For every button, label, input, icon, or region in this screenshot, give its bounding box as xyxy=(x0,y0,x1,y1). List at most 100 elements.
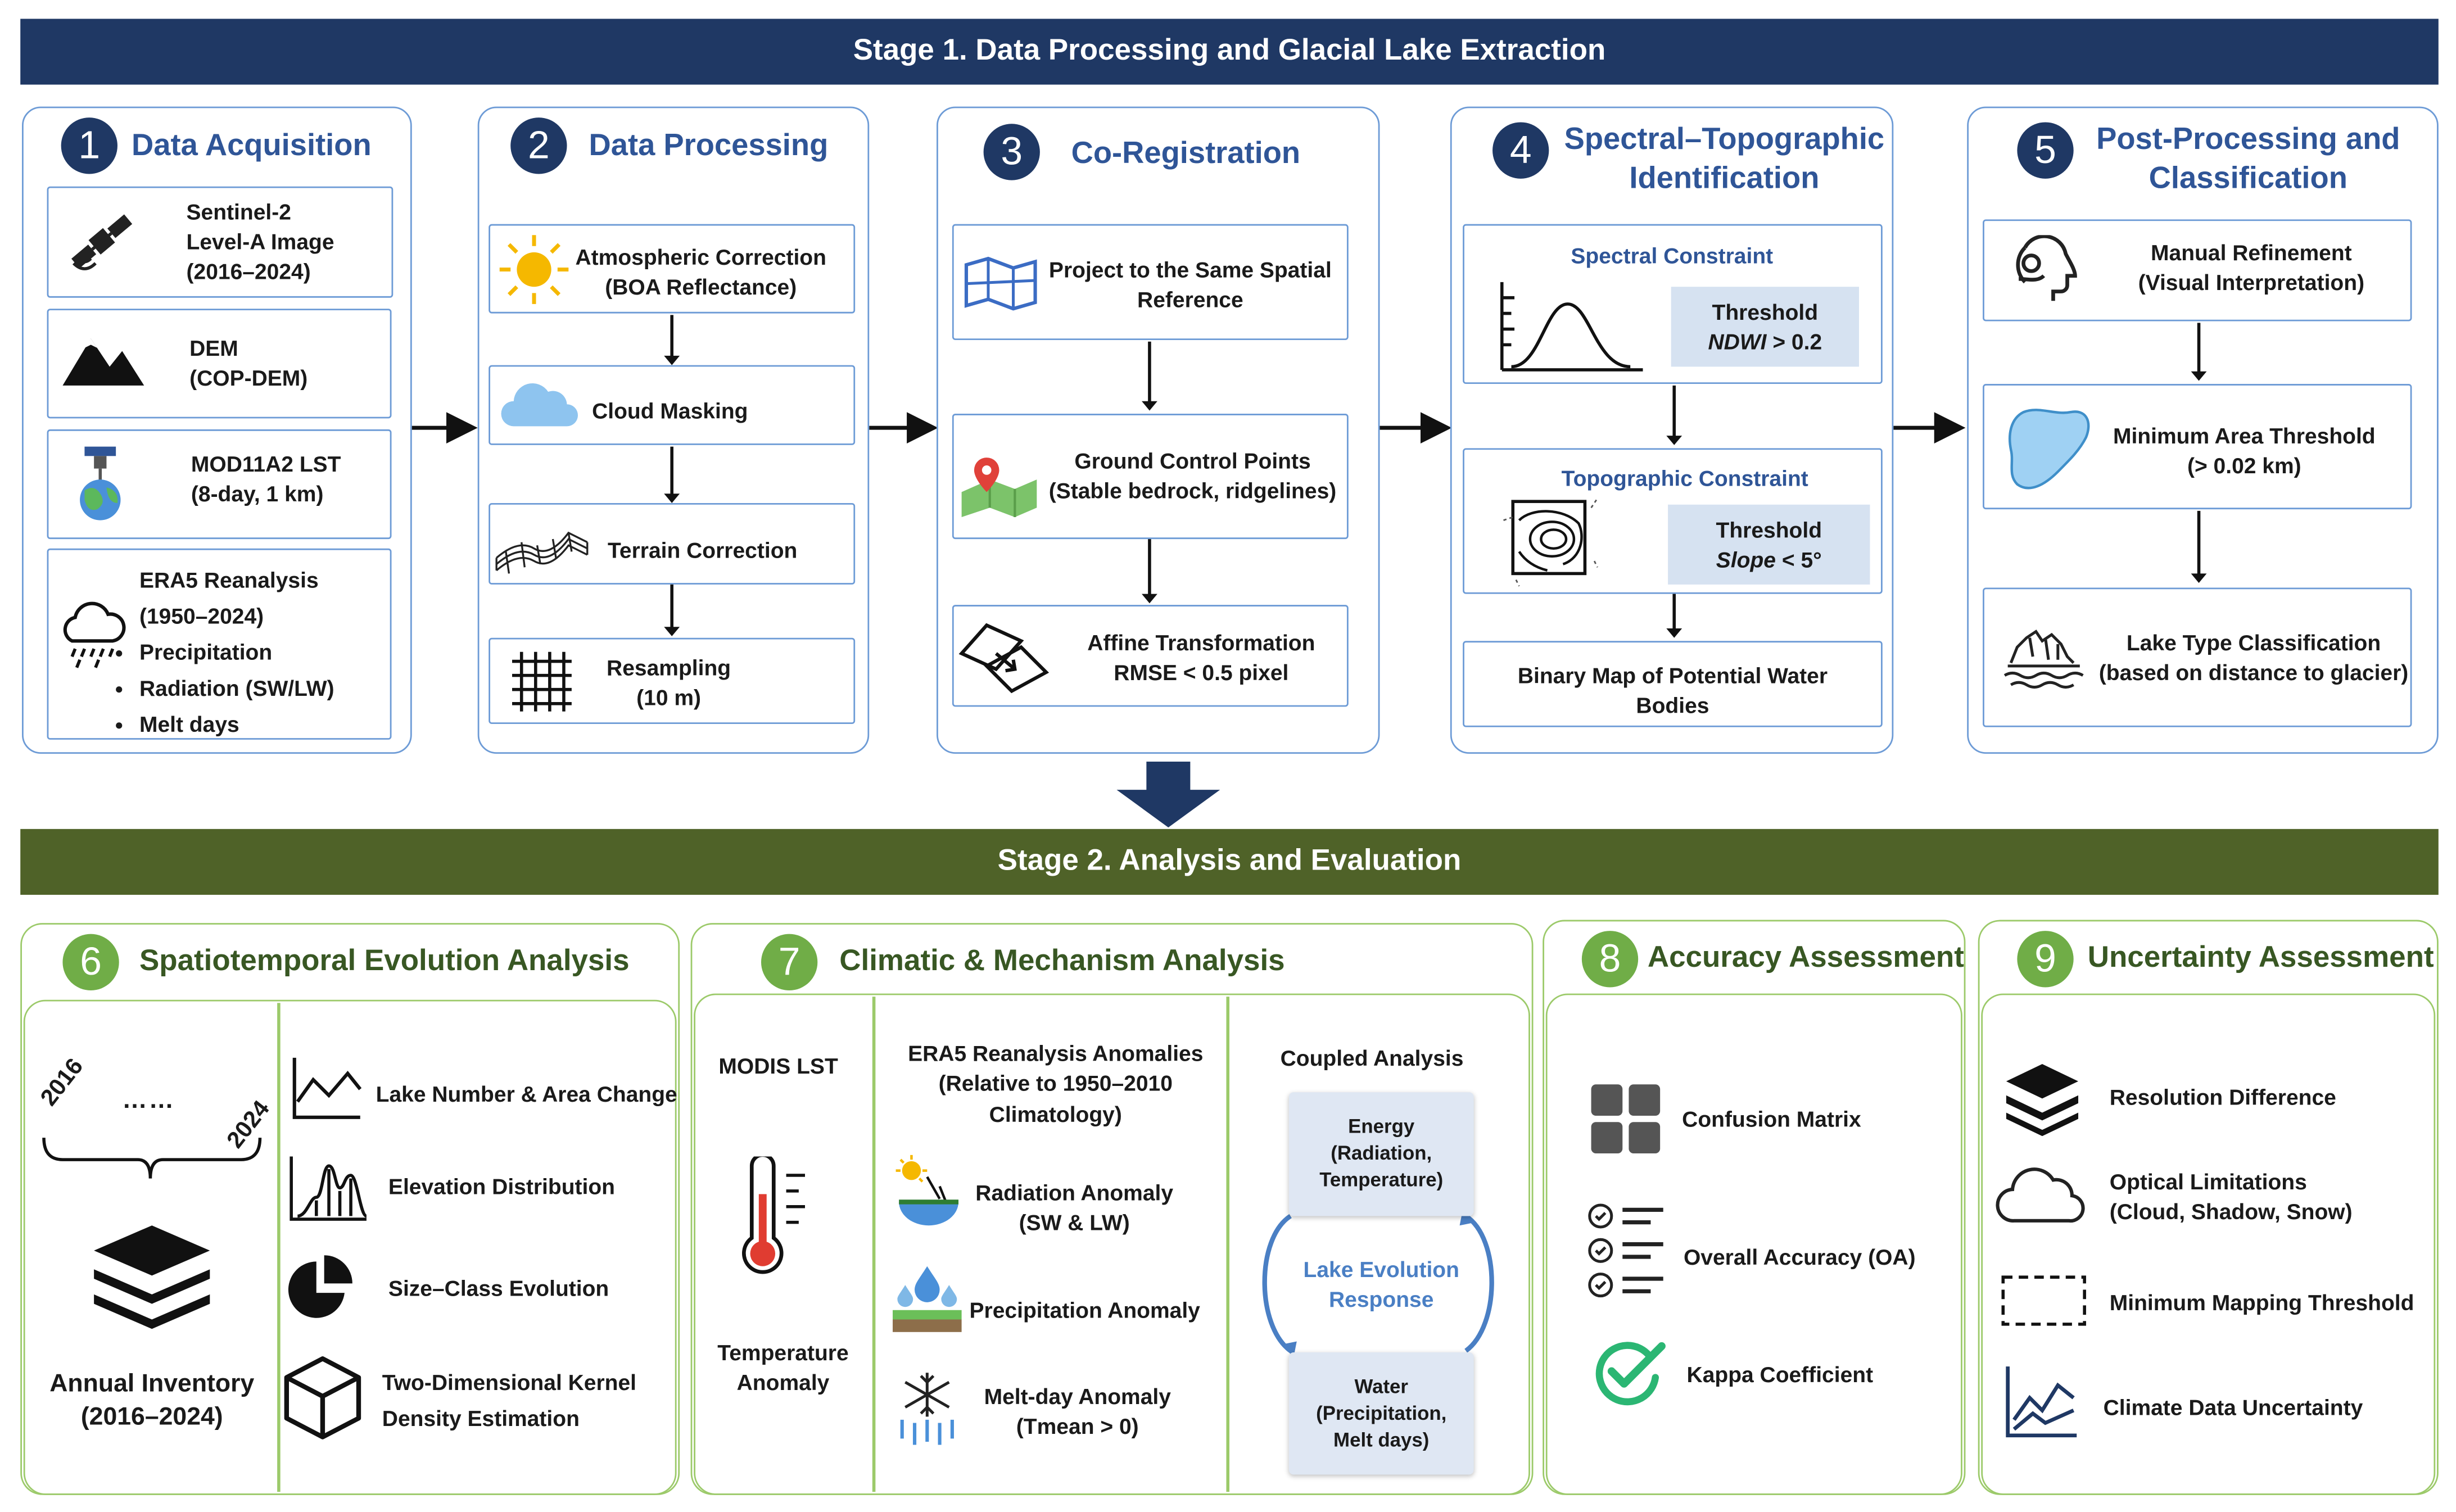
modis-caption-line2: Anomaly xyxy=(736,1369,830,1395)
coupled-analysis-title: Coupled Analysis xyxy=(1280,1045,1464,1071)
optical-limitations-line1: Optical Limitations xyxy=(2109,1169,2307,1194)
panel-title-line1: Post-Processing and xyxy=(2096,122,2400,157)
affine-transform-icon xyxy=(958,623,1050,694)
source-era5-line2: (1950–2024) xyxy=(139,603,264,628)
head-profile-icon xyxy=(2016,235,2077,301)
lake-response-line1: Lake Evolution xyxy=(1303,1256,1459,1282)
panel-title-line2: Classification xyxy=(2149,161,2348,196)
year-range-brace xyxy=(42,1138,262,1179)
step-number-1: 1 xyxy=(61,117,117,174)
source-dem-line1: DEM xyxy=(189,335,238,361)
thermometer-icon xyxy=(742,1156,806,1274)
analysis-kde-line1: Two-Dimensional Kernel xyxy=(382,1369,637,1395)
list-item: Radiation (SW/LW) xyxy=(139,671,334,707)
step-projection-line2: Reference xyxy=(1137,287,1243,312)
era5-anomalies-line1: ERA5 Reanalysis Anomalies xyxy=(908,1040,1204,1066)
divider xyxy=(1226,997,1229,1492)
step-min-area-line1: Minimum Area Threshold xyxy=(2113,423,2376,449)
step-terrain-label: Terrain Correction xyxy=(607,537,798,563)
minimum-mapping-threshold: Minimum Mapping Threshold xyxy=(2109,1289,2414,1315)
ndwi-threshold: Threshold NDWI > 0.2 xyxy=(1671,287,1859,367)
checklist-icon xyxy=(1588,1203,1663,1298)
source-mod11a2-line2: (8-day, 1 km) xyxy=(191,481,324,506)
energy-box: Energy (Radiation, Temperature) xyxy=(1288,1092,1474,1216)
step-resampling-line1: Resampling xyxy=(607,655,731,680)
threshold-label: Threshold xyxy=(1712,298,1819,324)
source-sentinel2-line1: Sentinel-2 xyxy=(186,199,291,224)
era5-anomalies-line2: (Relative to 1950–2010 xyxy=(938,1070,1173,1095)
lake-response-line2: Response xyxy=(1329,1286,1434,1312)
precipitation-anomaly: Precipitation Anomaly xyxy=(969,1297,1200,1323)
water-line2: (Precipitation, xyxy=(1316,1401,1447,1424)
water-line3: Melt days) xyxy=(1333,1428,1430,1451)
slope-rule: < 5° xyxy=(1776,546,1822,572)
analysis-elevation: Elevation Distribution xyxy=(388,1174,616,1199)
panel-title: Climatic & Mechanism Analysis xyxy=(839,945,1285,978)
radiation-anomaly-line2: (SW & LW) xyxy=(1019,1210,1130,1235)
peaks-chart-icon xyxy=(290,1156,368,1221)
ndwi-rule: > 0.2 xyxy=(1766,328,1822,354)
step-number-5: 5 xyxy=(2017,122,2074,179)
stage2-banner: Stage 2. Analysis and Evaluation xyxy=(20,829,2439,895)
step-lake-type-line2: (based on distance to glacier) xyxy=(2098,659,2409,685)
sun-icon xyxy=(499,235,569,304)
gcp-map-pin-icon xyxy=(961,458,1037,518)
radiation-anomaly-line1: Radiation Anomaly xyxy=(975,1180,1174,1205)
slope-threshold: Threshold Slope < 5° xyxy=(1668,504,1870,585)
energy-line2: (Radiation, xyxy=(1331,1142,1432,1165)
rain-cloud-icon xyxy=(63,601,126,668)
panel-title: Spatiotemporal Evolution Analysis xyxy=(139,945,630,978)
step-manual-line1: Manual Refinement xyxy=(2151,239,2352,265)
water-line1: Water xyxy=(1354,1375,1408,1397)
layers-icon xyxy=(94,1225,210,1329)
contour-map-icon xyxy=(1503,497,1598,587)
binary-map-line2: Bodies xyxy=(1636,692,1709,718)
panel-title-line1: Spectral–Topographic xyxy=(1564,122,1885,157)
panel-title: Post-Processing and Classification xyxy=(2089,121,2408,199)
line-chart-icon xyxy=(292,1057,362,1119)
grid-icon xyxy=(512,651,572,712)
inventory-line2: (2016–2024) xyxy=(80,1404,223,1431)
water-box: Water (Precipitation, Melt days) xyxy=(1288,1352,1474,1475)
melt-day-anomaly-line1: Melt-day Anomaly xyxy=(984,1383,1171,1409)
precipitation-icon xyxy=(893,1266,962,1332)
step-number-7: 7 xyxy=(761,934,818,991)
step-gcp-line2: (Stable bedrock, ridgelines) xyxy=(1048,478,1337,503)
resolution-difference: Resolution Difference xyxy=(2109,1084,2336,1110)
satellite-icon xyxy=(71,214,133,270)
melt-day-anomaly-line2: (Tmean > 0) xyxy=(1016,1413,1139,1439)
source-sentinel2-line2: Level-A Image xyxy=(186,229,334,254)
source-mod11a2-line1: MOD11A2 LST xyxy=(191,451,341,477)
modis-lst-title: MODIS LST xyxy=(718,1053,838,1079)
step-gcp-line1: Ground Control Points xyxy=(1074,448,1311,473)
glacier-lake-icon xyxy=(2003,630,2084,689)
step-atmospheric-line1: Atmospheric Correction xyxy=(575,244,826,270)
energy-line3: Temperature) xyxy=(1319,1169,1444,1191)
lake-shape-icon xyxy=(2009,409,2090,490)
binary-map-line1: Binary Map of Potential Water xyxy=(1517,663,1828,688)
step-number-2: 2 xyxy=(510,117,567,174)
bell-curve-icon xyxy=(1500,282,1643,372)
binary-map-output xyxy=(1463,641,1883,727)
slope-variable: Slope xyxy=(1716,546,1776,572)
stage1-banner: Stage 1. Data Processing and Glacial Lak… xyxy=(20,19,2439,85)
era5-anomalies-line3: Climatology) xyxy=(989,1101,1122,1127)
source-sentinel2-line3: (2016–2024) xyxy=(186,259,311,284)
era5-variable-list: Precipitation Radiation (SW/LW) Melt day… xyxy=(102,635,334,743)
step-manual-refinement xyxy=(1983,219,2412,322)
step-number-4: 4 xyxy=(1492,122,1549,179)
inventory-line1: Annual Inventory xyxy=(49,1371,255,1398)
step-number-3: 3 xyxy=(983,124,1040,180)
globe-antenna-icon xyxy=(80,446,121,520)
analysis-size-class: Size–Class Evolution xyxy=(388,1275,609,1301)
panel-title: Uncertainty Assessment xyxy=(2087,941,2434,975)
source-era5 xyxy=(47,548,392,740)
panel-title-line2: Identification xyxy=(1629,161,1820,196)
step-number-9: 9 xyxy=(2017,931,2074,988)
divider xyxy=(872,997,875,1492)
divider xyxy=(277,1003,280,1492)
step-resampling-line2: (10 m) xyxy=(636,685,702,710)
step-affine-line2: RMSE < 0.5 pixel xyxy=(1114,659,1289,685)
modis-caption-line1: Temperature xyxy=(717,1339,849,1365)
check-circle-icon xyxy=(1595,1342,1666,1406)
